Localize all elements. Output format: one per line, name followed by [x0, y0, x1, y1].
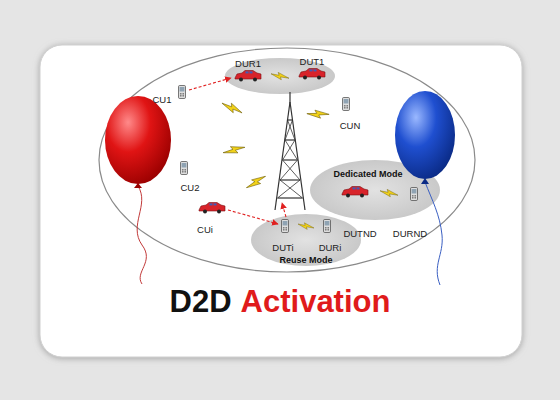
wireless-link	[271, 72, 289, 79]
mode-label: Dedicated Mode	[333, 169, 402, 179]
device-label-box: DUTi	[272, 238, 293, 254]
reuse-region	[251, 214, 361, 266]
base-station-tower	[275, 92, 305, 210]
interference-arrow	[228, 210, 278, 224]
phone-icon	[343, 98, 350, 111]
device-label: DUT1	[300, 56, 325, 67]
device-label-box: DURND	[393, 224, 427, 240]
device-label-box: CUN	[340, 116, 361, 132]
device-label-box: CU2	[180, 178, 199, 194]
vehicle-icon	[342, 187, 368, 198]
phone-icon	[179, 86, 186, 99]
title-word: Activation	[241, 286, 391, 317]
phone-icon	[324, 220, 331, 233]
vehicle-icon	[299, 69, 325, 80]
device-label: CUN	[340, 120, 361, 131]
vehicle-icon	[235, 71, 261, 82]
mode-label-box: Dedicated Mode	[333, 164, 402, 180]
blue-balloon	[395, 91, 455, 285]
phone-icon	[181, 162, 188, 175]
wireless-link	[222, 141, 246, 159]
device-label-box: DUR1	[235, 54, 261, 70]
title-word: D2D	[170, 286, 232, 317]
device-label: DUTND	[343, 228, 376, 239]
mode-label: Reuse Mode	[279, 255, 332, 265]
wireless-link	[245, 171, 267, 193]
phone-icon	[411, 188, 418, 201]
wireless-link	[380, 189, 398, 196]
interference-arrow	[189, 78, 231, 90]
device-label: DUTi	[272, 242, 293, 253]
card	[40, 45, 522, 357]
vehicle-icon	[199, 203, 225, 214]
device-label-box: DUT1	[300, 52, 325, 68]
device-label-box: DUTND	[343, 224, 376, 240]
device-label-box: DURi	[319, 238, 342, 254]
device-label: CU2	[180, 182, 199, 193]
cell-boundary	[99, 48, 475, 272]
device-label-box: CU1	[152, 90, 171, 106]
device-label: DURi	[319, 242, 342, 253]
wireless-link	[306, 107, 329, 120]
wireless-link	[298, 223, 314, 230]
device-label: DUR1	[235, 58, 261, 69]
wireless-link	[220, 101, 243, 114]
device-label-box: CUi	[197, 220, 213, 236]
mode-label-box: Reuse Mode	[279, 250, 332, 266]
interference-arrow	[282, 203, 286, 217]
device-label: DURND	[393, 228, 427, 239]
red-balloon	[105, 96, 171, 284]
device-label: CU1	[152, 94, 171, 105]
device-label: CUi	[197, 224, 213, 235]
title-row: D2D Activation	[0, 280, 560, 322]
phone-icon	[282, 220, 289, 233]
